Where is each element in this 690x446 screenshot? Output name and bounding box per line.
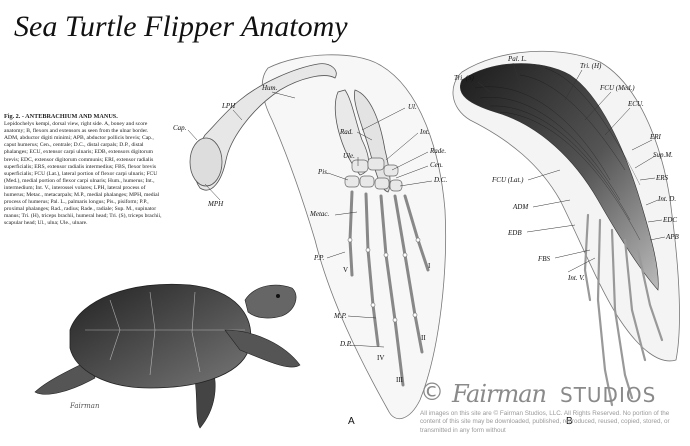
watermark-studios: STUDIOS — [560, 383, 657, 407]
label-dc: D.C. — [433, 176, 447, 184]
label-rade: Rade. — [429, 147, 446, 155]
panel-a-leader-lines — [187, 91, 433, 348]
panel-b-musculature: Pal. L. Tri. (S) Tri. (H) FCU (Med.) ECU… — [452, 50, 680, 427]
muscle-mass — [460, 63, 659, 291]
label-pis: Pis. — [317, 168, 329, 176]
label-edb: EDB — [507, 229, 522, 237]
caption-heading: Fig. 2. - ANTEBRACHIUM AND MANUS. — [4, 113, 118, 120]
label-int: Int. — [419, 128, 430, 136]
turtle-shell — [69, 283, 252, 389]
panel-b-leader-lines — [477, 62, 666, 273]
label-adm: ADM — [512, 203, 529, 211]
label-ecu: ECU. — [627, 100, 644, 108]
label-ule: Ule. — [343, 152, 355, 160]
flipper-outline-a — [261, 54, 447, 420]
label-cen: Cen. — [430, 161, 443, 169]
label-edc: EDC — [662, 216, 677, 224]
label-dp: D.P. — [339, 340, 352, 348]
label-trih: Tri. (H) — [580, 62, 602, 70]
label-mp: M.P. — [333, 312, 347, 320]
label-cap: Cap. — [173, 124, 187, 132]
label-digit-iv: IV — [377, 354, 384, 362]
label-digit-ii: II — [421, 334, 426, 342]
label-pall: Pal. L. — [507, 55, 527, 63]
label-eri: ERI — [649, 133, 662, 141]
label-intv: Int. V. — [567, 274, 585, 282]
panel-b-letter: B — [566, 416, 573, 427]
label-mph: MPH — [207, 200, 224, 208]
copyright-notice: All images on this site are © Fairman St… — [420, 410, 670, 434]
label-fcumed: FCU (Med.) — [599, 84, 635, 92]
muscle-fibers — [474, 67, 641, 241]
shell-scutes — [85, 291, 245, 376]
label-tris: Tri. (S) — [454, 74, 475, 82]
sea-turtle-drawing: Fairman — [34, 283, 301, 429]
watermark-copyright-symbol: © — [420, 378, 444, 406]
label-lph: LPH — [221, 102, 236, 110]
label-ers: ERS — [655, 174, 669, 182]
label-fculat: FCU (Lat.) — [491, 176, 524, 184]
label-digit-v: V — [343, 266, 348, 274]
panel-a-letter: A — [348, 416, 355, 427]
digit-joints — [347, 237, 421, 323]
page-title: Sea Turtle Flipper Anatomy — [14, 10, 348, 43]
label-hum: Hum. — [261, 84, 278, 92]
caption-body: Lepidochelys kempi, dorsal view, right s… — [4, 121, 162, 227]
panel-a-bone-anatomy: Hum. LPH Cap. MPH Ul. Rad. Int. Ule. Rad… — [173, 54, 447, 427]
tendon-digits — [583, 213, 664, 407]
flipper-outline-b — [452, 50, 680, 362]
label-rad: Rad. — [339, 128, 353, 136]
label-ul: Ul. — [408, 103, 417, 111]
label-digit-iii: III — [396, 376, 404, 384]
label-pp: P.P. — [313, 254, 324, 262]
figure-caption: Fig. 2. - ANTEBRACHIUM AND MANUS. Lepido… — [4, 113, 162, 228]
turtle-signature: Fairman — [69, 402, 100, 410]
turtle-head — [244, 284, 297, 319]
watermark-script: Fairman — [452, 380, 547, 408]
label-supm: Sup.M. — [653, 151, 673, 159]
label-metac: Metac. — [309, 210, 329, 218]
label-fbs: FBS — [537, 255, 551, 263]
humerus-head — [189, 137, 223, 187]
label-digit-i: I — [428, 262, 431, 270]
label-apb: APB — [665, 233, 680, 241]
carpal-bones — [344, 157, 403, 192]
label-intd: Int. D. — [657, 195, 676, 203]
